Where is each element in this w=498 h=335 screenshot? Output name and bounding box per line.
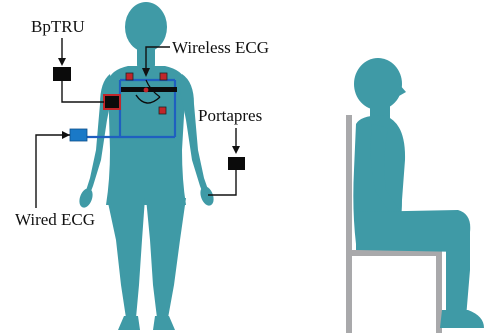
portapres-device <box>208 128 245 195</box>
electrode-icon <box>159 107 166 114</box>
electrode-icon <box>126 73 133 80</box>
wireless-ecg-label: Wireless ECG <box>172 38 269 57</box>
portapres-monitor-icon <box>228 157 245 170</box>
seated-figure-icon <box>353 58 484 328</box>
portapres-label: Portapres <box>198 106 262 125</box>
bptru-monitor-icon <box>53 67 71 81</box>
bptru-device <box>53 38 104 102</box>
bptru-label: BpTRU <box>31 17 85 36</box>
wired-ecg-box-icon <box>70 129 87 141</box>
electrode-icon <box>160 73 167 80</box>
electrode-icon <box>144 88 149 93</box>
bptru-cuff-icon <box>104 95 120 109</box>
wired-ecg-pointer <box>35 131 70 208</box>
wired-ecg-label: Wired ECG <box>15 210 95 229</box>
